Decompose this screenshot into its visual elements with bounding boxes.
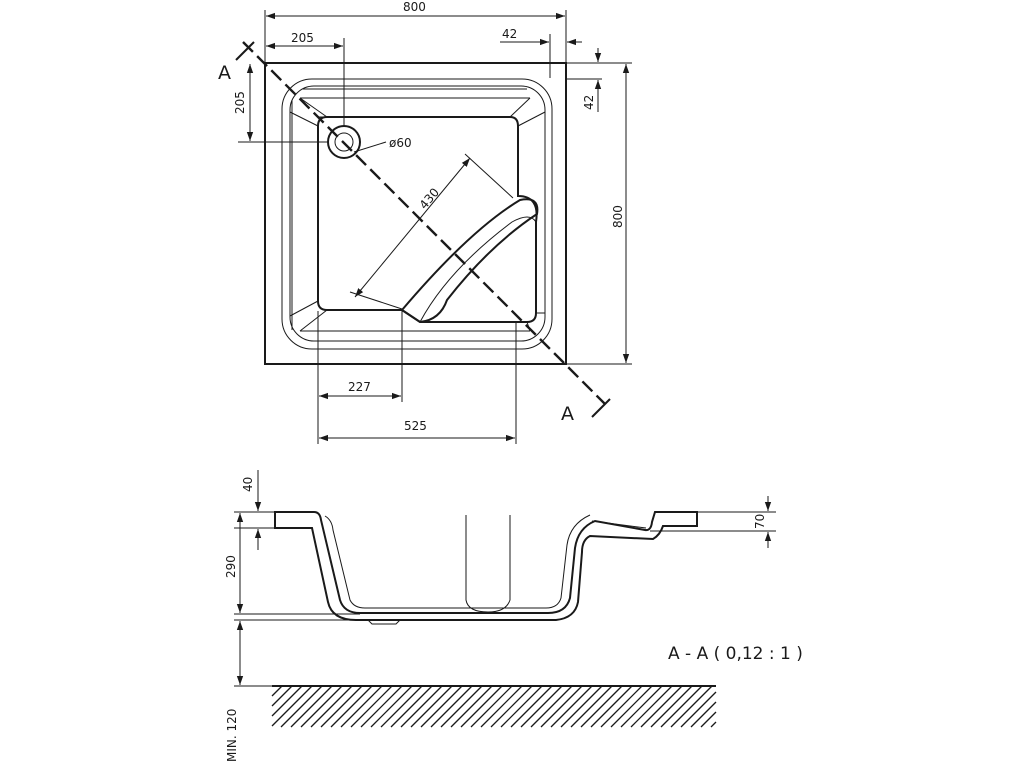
svg-text:800: 800 [403,0,426,14]
dim-seat-offset: 227 [317,311,403,444]
section-title: A - A ( 0,12 : 1 ) [668,644,803,664]
hatch-line [410,685,453,728]
svg-text:205: 205 [233,91,247,114]
section-mark-top: A [218,62,231,84]
hatch-line [550,685,593,728]
hatch-line [560,685,603,728]
svg-text:525: 525 [404,419,427,433]
hatch-line [330,685,373,728]
dim-min-clearance: MIN. 120 [225,619,356,762]
svg-text:40: 40 [241,477,255,492]
dim-flange-y: 42 [566,48,602,112]
hatch-line [570,685,613,728]
dim-tray-depth: 290 [224,513,360,615]
dim-drain-y: 205 [233,64,328,143]
drain-outlet [367,619,401,625]
hatch-line [400,685,443,728]
svg-text:227: 227 [348,380,371,394]
dim-basin-width: 525 [319,323,517,444]
hatch-line [580,685,623,728]
hatch-line [670,685,713,728]
hatch-line [690,701,717,728]
hatch-line [680,691,717,728]
hatch-line [640,685,683,728]
hatch-line [350,685,393,728]
hatch-line [450,685,493,728]
hatch-line [500,685,543,728]
corner-seat [400,198,539,324]
hatch-line [280,685,323,728]
svg-text:205: 205 [291,31,314,45]
hatch-line [460,685,503,728]
hatch-line [510,685,553,728]
hatch-line [600,685,643,728]
hatch-line [490,685,533,728]
hatch-line [520,685,563,728]
section-mark-bottom: A [561,403,574,425]
hatch-line [440,685,483,728]
hatch-line [340,685,383,728]
svg-text:430: 430 [417,185,442,212]
section-view: 40 290 70 MIN. 120 A - A ( 0,12 : 1 [224,470,803,762]
hatch-line [300,685,343,728]
hatch-line [271,685,313,727]
svg-text:290: 290 [224,555,238,578]
hatch-line [290,685,333,728]
hatch-line [710,721,717,728]
tray-inner-wall [324,514,591,609]
tray-rim-inner [289,85,546,342]
hatch-line [530,685,573,728]
hatch-line [590,685,633,728]
hatch-line [360,685,403,728]
center-support [465,515,511,613]
drain-inner [334,132,354,152]
svg-text:42: 42 [582,95,596,110]
dim-drain-x: 205 [266,31,345,126]
hatch-line [380,685,423,728]
tray-profile [274,511,698,621]
hatch-line [320,685,363,728]
hatch-line [370,685,413,728]
svg-text:42: 42 [502,27,517,41]
section-line [242,41,606,405]
seat-step [591,520,647,529]
dim-flange-x: 42 [500,27,582,78]
corner-bevels [289,88,546,332]
section-tick-bottom [591,398,611,418]
tray-rim-outer [281,78,553,350]
hatch-line [480,685,523,728]
svg-text:70: 70 [753,514,767,529]
svg-text:800: 800 [611,205,625,228]
hatch-line [470,685,513,728]
hatch-line [620,685,663,728]
dim-width-top: 800 [264,0,567,62]
hatch-line [660,685,703,728]
hatch-line [271,685,303,717]
floor-hatch [271,685,717,728]
svg-text:MIN. 120: MIN. 120 [225,709,239,762]
hatch-line [271,685,283,697]
hatch-line [540,685,583,728]
dim-drain-diameter: ø60 [353,136,412,153]
section-tick-top [235,41,255,61]
svg-text:ø60: ø60 [389,136,412,150]
hatch-line [650,685,693,728]
hatch-line [271,685,293,707]
hatch-line [700,711,717,728]
hatch-line [430,685,473,728]
dim-height-right: 800 [567,62,632,365]
hatch-line [610,685,653,728]
hatch-line [390,685,433,728]
plan-view: A A 800 205 42 205 [218,0,632,444]
dim-edge-height: 70 [650,496,776,548]
hatch-line [630,685,673,728]
tray-outline [264,62,567,365]
dim-seat-length: 430 [349,153,514,310]
hatch-line [420,685,463,728]
hatch-line [310,685,353,728]
